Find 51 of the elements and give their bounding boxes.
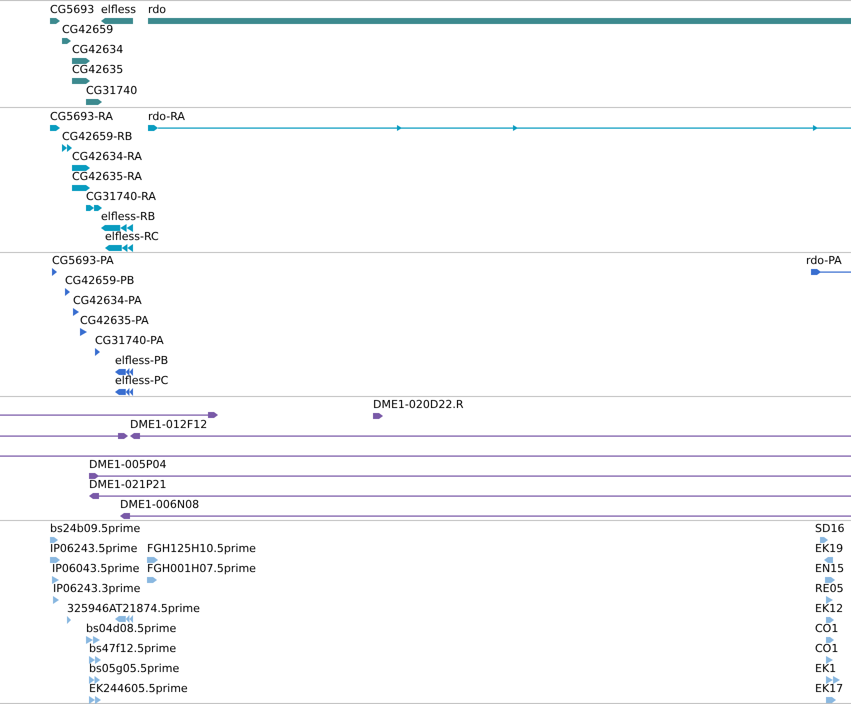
feature-label: EK17 xyxy=(815,682,844,695)
feature-label: RE05 xyxy=(815,582,844,595)
feature-label: elfless-RB xyxy=(101,210,156,223)
feature-label: bs05g05.5prime xyxy=(89,662,180,675)
feature-label: bs47f12.5prime xyxy=(89,642,176,655)
feature-label: DME1-005P04 xyxy=(89,458,167,471)
feature-label: rdo-PA xyxy=(806,254,842,267)
feature-label: CG42634-RA xyxy=(72,150,142,163)
feature-label: CG42659-RB xyxy=(62,130,132,143)
feature-label: CG42635 xyxy=(72,63,124,76)
feature-label: elfless-RC xyxy=(105,230,159,243)
feature-label: DME1-012F12 xyxy=(130,418,208,431)
feature-label: rdo xyxy=(148,3,166,16)
feature-label: elfless-PB xyxy=(115,354,168,367)
feature-label: CO1 xyxy=(815,622,838,635)
feature-label: FGH125H10.5prime xyxy=(147,542,256,555)
feature-label: CG5693 xyxy=(50,3,94,16)
feature-label: CG31740-PA xyxy=(95,334,164,347)
feature-label: elfless xyxy=(101,3,136,16)
feature-label: elfless-PC xyxy=(115,374,168,387)
feature-label: IP06043.5prime xyxy=(52,562,140,575)
feature-label: rdo-RA xyxy=(148,110,185,123)
feature-label: CG42659 xyxy=(62,23,114,36)
feature-label: IP06243.3prime xyxy=(53,582,140,595)
feature-label: DME1-006N08 xyxy=(120,498,200,511)
feature-label: EK19 xyxy=(815,542,844,555)
feature-label: SD16 xyxy=(815,522,844,535)
feature-label: bs04d08.5prime xyxy=(86,622,176,635)
feature-label: bs24b09.5prime xyxy=(50,522,140,535)
feature-label: CG5693-PA xyxy=(52,254,114,267)
feature-label: 325946AT21874.5prime xyxy=(67,602,200,615)
feature-label: EN15 xyxy=(815,562,844,575)
feature-label: DME1-020D22.R xyxy=(373,398,464,411)
feature-label: DME1-021P21 xyxy=(89,478,167,491)
feature-label: CG42634 xyxy=(72,43,124,56)
feature-label: CG42659-PB xyxy=(65,274,134,287)
feature-label: EK12 xyxy=(815,602,844,615)
feature-glyph xyxy=(0,411,218,419)
feature-glyph xyxy=(115,615,133,623)
feature-glyph xyxy=(0,432,128,440)
feature-label: EK1 xyxy=(815,662,836,675)
feature-label: FGH001H07.5prime xyxy=(147,562,256,575)
feature-label: CG42635-RA xyxy=(72,170,142,183)
feature-label: CG31740-RA xyxy=(86,190,156,203)
feature-label: CG42634-PA xyxy=(73,294,142,307)
feature-label: CO1 xyxy=(815,642,838,655)
feature-label: CG5693-RA xyxy=(50,110,113,123)
feature-label: CG42635-PA xyxy=(80,314,149,327)
feature-label: CG31740 xyxy=(86,84,138,97)
feature-label: IP06243.5prime xyxy=(50,542,138,555)
feature-label: EK244605.5prime xyxy=(89,682,188,695)
